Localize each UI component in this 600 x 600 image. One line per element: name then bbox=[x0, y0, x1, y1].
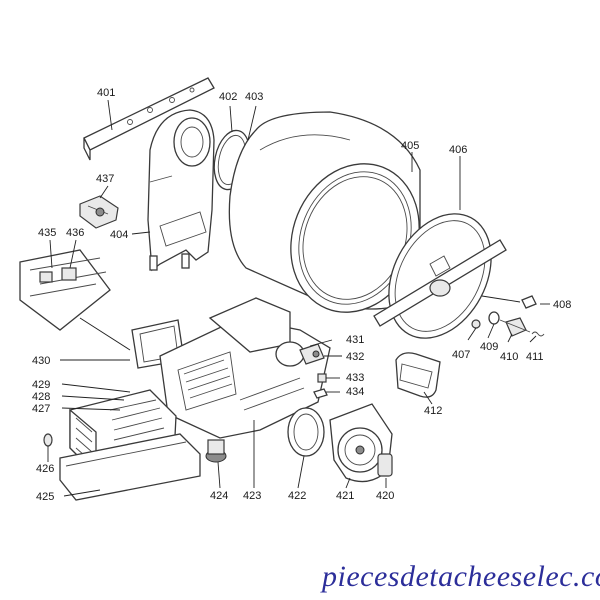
callout-labels: 401 402 403 404 405 406 407 408 409 410 … bbox=[32, 87, 571, 503]
callout-437: 437 bbox=[96, 173, 114, 185]
callout-404: 404 bbox=[110, 229, 128, 241]
callout-433: 433 bbox=[346, 372, 364, 384]
callout-421: 421 bbox=[336, 490, 354, 502]
callout-436: 436 bbox=[66, 227, 84, 239]
part-424-foot bbox=[205, 439, 227, 463]
callout-409: 409 bbox=[480, 341, 498, 353]
callout-431: 431 bbox=[346, 334, 364, 346]
leader-lines bbox=[47, 99, 550, 497]
detail-inset-435-436 bbox=[19, 249, 131, 351]
part-410-thermostat bbox=[499, 317, 531, 337]
callout-432: 432 bbox=[346, 351, 364, 363]
part-401-bracket bbox=[83, 77, 215, 161]
callout-422: 422 bbox=[288, 490, 306, 502]
part-408-clip bbox=[481, 295, 537, 309]
part-409-ring bbox=[488, 311, 500, 325]
callout-412: 412 bbox=[424, 405, 442, 417]
part-407-screw bbox=[467, 319, 481, 341]
part-406-front-plate bbox=[373, 213, 507, 339]
part-411-spring bbox=[531, 331, 545, 337]
part-405-drum bbox=[228, 111, 421, 313]
callout-401: 401 bbox=[97, 87, 115, 99]
part-420-cylinder bbox=[377, 453, 393, 477]
callout-402: 402 bbox=[219, 91, 237, 103]
callout-405: 405 bbox=[401, 140, 419, 152]
callout-434: 434 bbox=[346, 386, 364, 398]
callout-408: 408 bbox=[553, 299, 571, 311]
part-412-filter bbox=[395, 352, 441, 398]
part-425-tray bbox=[59, 433, 201, 501]
callout-420: 420 bbox=[376, 490, 394, 502]
callout-425: 425 bbox=[36, 491, 54, 503]
callout-428: 428 bbox=[32, 391, 50, 403]
part-404-rear-duct bbox=[147, 109, 215, 272]
part-437-bracket bbox=[79, 195, 119, 229]
callout-430: 430 bbox=[32, 355, 50, 367]
part-426-screw bbox=[43, 433, 53, 447]
watermark-text: piecesdetacheeselec.com bbox=[320, 560, 600, 593]
callout-411: 411 bbox=[526, 351, 544, 363]
callout-407: 407 bbox=[452, 349, 470, 361]
callout-427: 427 bbox=[32, 403, 50, 415]
part-422-fan-seal bbox=[287, 407, 325, 457]
callout-403: 403 bbox=[245, 91, 263, 103]
callout-429: 429 bbox=[32, 379, 50, 391]
callout-410: 410 bbox=[500, 351, 518, 363]
callout-424: 424 bbox=[210, 490, 228, 502]
callout-426: 426 bbox=[36, 463, 54, 475]
callout-435: 435 bbox=[38, 227, 56, 239]
callout-406: 406 bbox=[449, 144, 467, 156]
callout-423: 423 bbox=[243, 490, 261, 502]
part-431-432-fittings bbox=[299, 343, 325, 365]
part-421-fan-housing bbox=[329, 403, 393, 483]
part-423-base-housing bbox=[159, 297, 331, 439]
